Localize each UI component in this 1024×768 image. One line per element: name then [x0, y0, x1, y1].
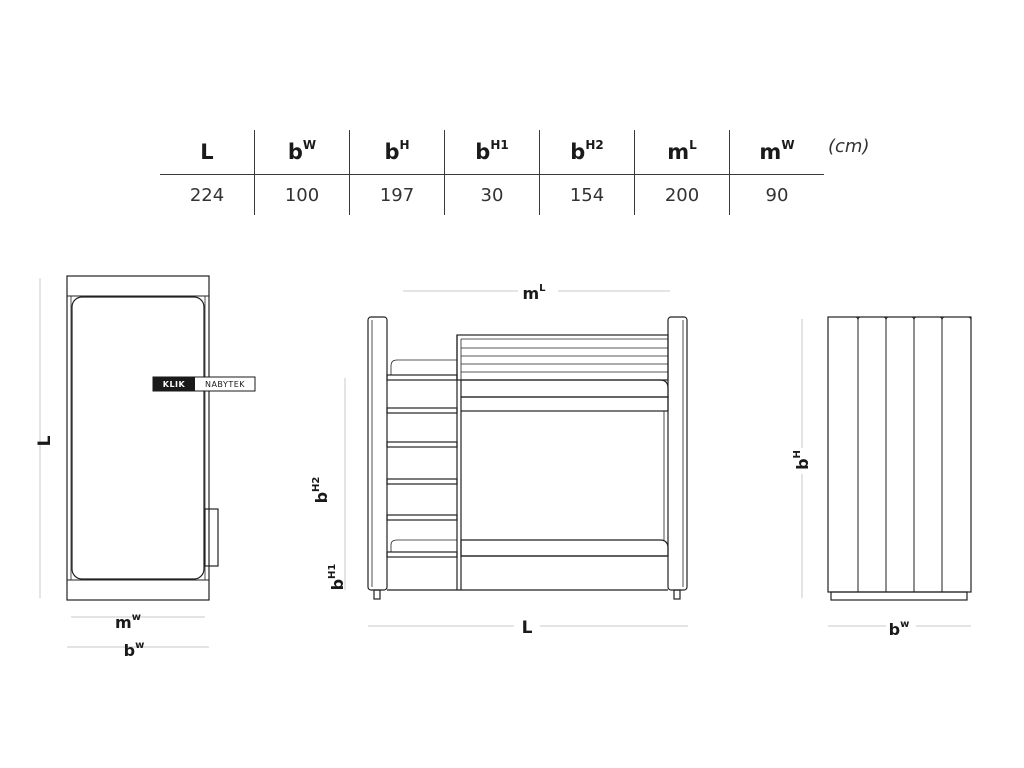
- upper-bunk-rail: [460, 396, 669, 412]
- top-bed-width-label: bw: [124, 640, 145, 660]
- svg-text:NABYTEK: NABYTEK: [205, 380, 245, 389]
- ladder-rung: [386, 407, 458, 414]
- header-bH2: bH2: [539, 130, 635, 175]
- front-length-label: L: [522, 618, 533, 638]
- front-right-post: [667, 316, 688, 591]
- header-bH1: bH1: [444, 130, 540, 175]
- side-view-dimensions: bH bw: [792, 319, 971, 639]
- top-view-ladder: [204, 508, 219, 567]
- header-L: L: [160, 130, 255, 175]
- top-view: [66, 275, 219, 601]
- ladder-rung: [386, 374, 458, 381]
- front-view: [367, 316, 688, 600]
- top-view-dimensions: L mw bw: [35, 278, 209, 660]
- value-mL: 200: [634, 174, 730, 215]
- front-mattress-length-label: mL: [522, 283, 546, 303]
- side-view-base: [830, 591, 968, 601]
- ladder-rung: [386, 514, 458, 521]
- header-bW: bW: [254, 130, 350, 175]
- front-left-post: [367, 316, 388, 591]
- front-leg-left: [373, 589, 381, 600]
- guard-rail: [456, 334, 669, 381]
- watermark-logo: KLIK NABYTEK: [152, 376, 256, 392]
- front-view-dimensions: mL L bH2 bH1: [311, 280, 688, 638]
- value-L: 224: [160, 174, 255, 215]
- value-bW: 100: [254, 174, 350, 215]
- svg-text:KLIK: KLIK: [163, 380, 186, 389]
- top-view-mattress: [71, 296, 205, 580]
- side-height-label: bH: [792, 450, 812, 470]
- ladder-rung: [386, 441, 458, 448]
- header-bH: bH: [349, 130, 445, 175]
- dimension-header-row: L bW bH bH1 bH2 mL mW: [160, 130, 824, 175]
- front-height-lower-label: bH1: [327, 564, 347, 591]
- front-leg-right: [673, 589, 681, 600]
- ladder-rung: [386, 551, 458, 558]
- lower-mattress: [460, 539, 669, 557]
- top-mattress-width-label: mw: [115, 612, 141, 632]
- unit-label: (cm): [828, 136, 870, 157]
- ladder-rung: [386, 478, 458, 485]
- dimension-table: L bW bH bH1 bH2 mL mW 224 100 197 30 154…: [160, 130, 824, 215]
- upper-mattress: [460, 379, 669, 398]
- value-bH: 197: [349, 174, 445, 215]
- value-bH1: 30: [444, 174, 540, 215]
- dimension-value-row: 224 100 197 30 154 200 90: [160, 174, 824, 215]
- header-mL: mL: [634, 130, 730, 175]
- side-width-label: bw: [889, 619, 910, 639]
- value-bH2: 154: [539, 174, 635, 215]
- header-mW: mW: [729, 130, 824, 175]
- side-view-panel: [827, 316, 972, 593]
- top-length-label: L: [35, 435, 55, 446]
- value-mW: 90: [765, 184, 789, 206]
- front-height-upper-label: bH2: [311, 477, 331, 504]
- top-view-frame: [66, 275, 210, 601]
- side-view: [827, 316, 972, 601]
